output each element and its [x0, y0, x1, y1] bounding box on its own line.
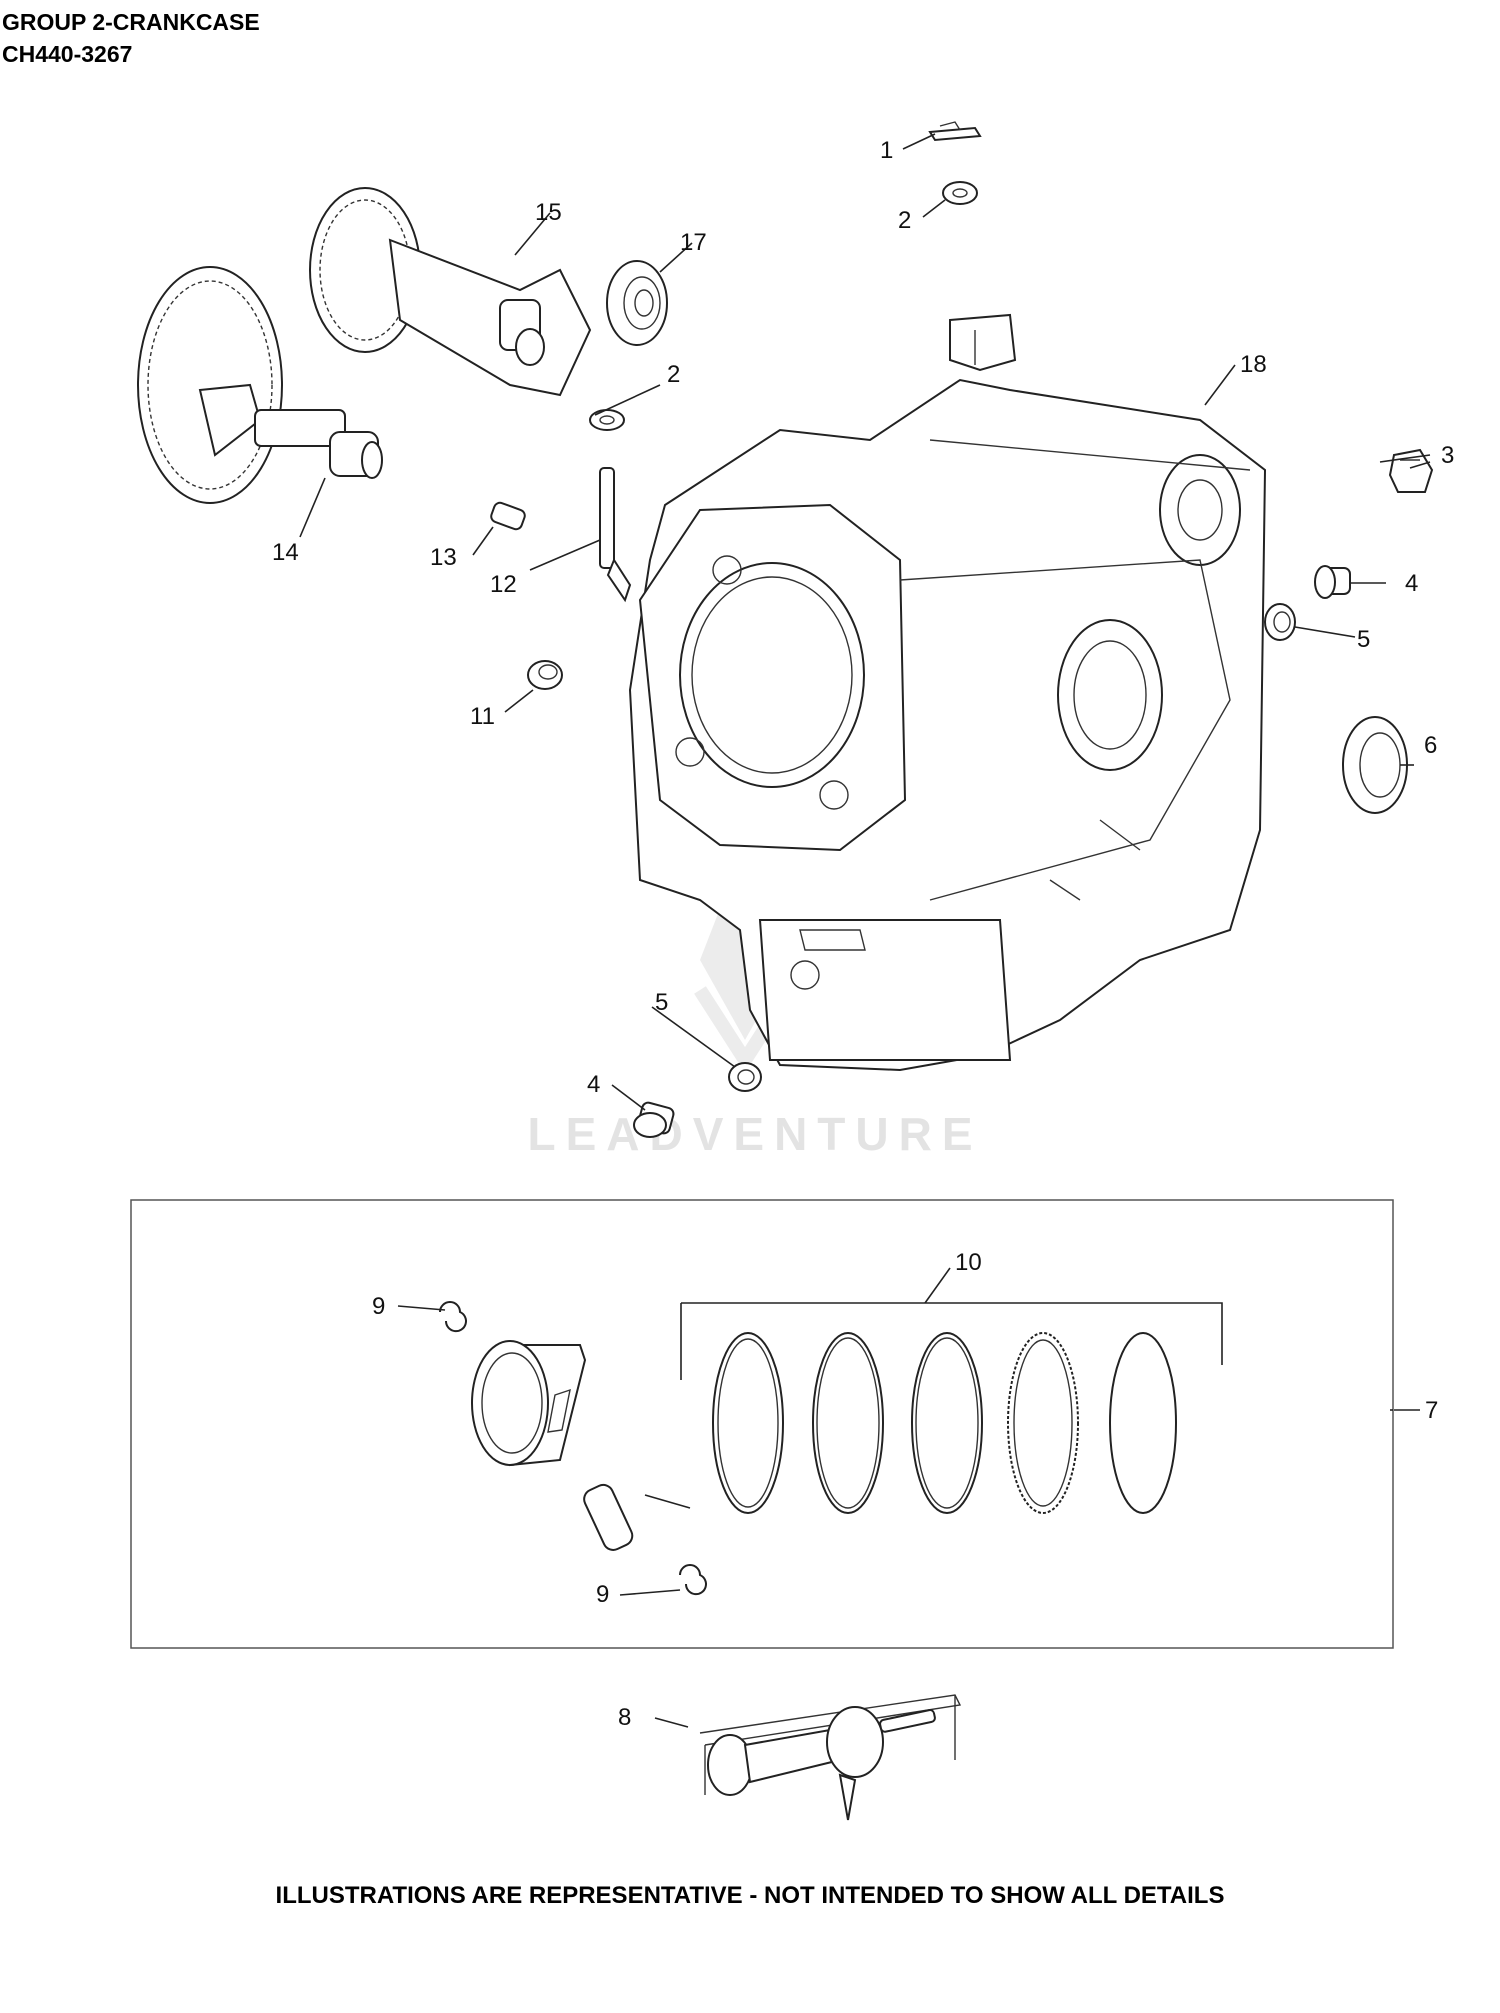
callout-8: 8 [618, 1704, 631, 1731]
part-5-gasket-right[interactable] [1264, 603, 1296, 641]
callout-10: 10 [955, 1249, 982, 1276]
part-9-retainer-bottom[interactable] [679, 1564, 707, 1596]
callout-1: 1 [880, 137, 893, 164]
callout-14: 14 [272, 539, 299, 566]
callout-18: 18 [1240, 351, 1267, 378]
part-3-breather[interactable] [1388, 448, 1434, 493]
part-7-piston[interactable] [471, 1340, 587, 1467]
part-13-dowel-pin[interactable] [490, 501, 527, 531]
callout-5-right: 5 [1357, 626, 1370, 653]
callout-6: 6 [1424, 732, 1437, 759]
part-2-washer-top[interactable] [942, 181, 978, 205]
part-7-piston-pin[interactable] [581, 1482, 636, 1554]
callout-12: 12 [490, 571, 517, 598]
callout-2-top: 2 [898, 207, 911, 234]
part-12-dipstick-tube[interactable] [599, 467, 632, 603]
callout-15: 15 [535, 199, 562, 226]
callout-5-bottom: 5 [655, 989, 668, 1016]
part-8-connecting-rod[interactable] [699, 1694, 962, 1821]
part-14-crankshaft[interactable] [137, 266, 383, 504]
part-10-ring-bracket [680, 1302, 1223, 1380]
callout-9-top: 9 [372, 1293, 385, 1320]
part-10-piston-rings[interactable] [712, 1332, 1177, 1514]
part-9-retainer-top[interactable] [439, 1301, 467, 1333]
model-code: CH440-3267 [2, 41, 133, 67]
part-15-camshaft[interactable] [309, 187, 592, 397]
part-11-plug[interactable] [527, 660, 563, 690]
page-title: GROUP 2-CRANKCASE [2, 9, 260, 35]
callout-17: 17 [680, 229, 707, 256]
part-18-crankcase[interactable] [628, 313, 1267, 1072]
part-4-drain-plug-right[interactable] [1314, 565, 1351, 599]
part-6-oil-seal[interactable] [1342, 716, 1408, 814]
piston-assembly-frame [130, 1199, 1394, 1649]
callout-11: 11 [470, 703, 495, 730]
callout-3: 3 [1441, 442, 1454, 469]
part-4-drain-plug-bottom[interactable] [633, 1101, 675, 1138]
callout-4-right: 4 [1405, 570, 1418, 597]
leader-lines [299, 133, 1431, 1728]
callout-2-middle: 2 [667, 361, 680, 388]
disclaimer-note: ILLUSTRATIONS ARE REPRESENTATIVE - NOT I… [275, 1882, 1225, 1909]
part-17-bearing[interactable] [606, 260, 668, 346]
callout-4-bottom: 4 [587, 1071, 600, 1098]
callout-7: 7 [1425, 1397, 1438, 1424]
part-5-gasket-bottom[interactable] [728, 1062, 762, 1092]
callout-9-bottom: 9 [596, 1581, 609, 1608]
part-2-washer-middle[interactable] [589, 409, 625, 431]
callout-13: 13 [430, 544, 457, 571]
part-1-clip[interactable] [928, 121, 982, 142]
watermark-text: LEADVENTURE [527, 1108, 982, 1160]
